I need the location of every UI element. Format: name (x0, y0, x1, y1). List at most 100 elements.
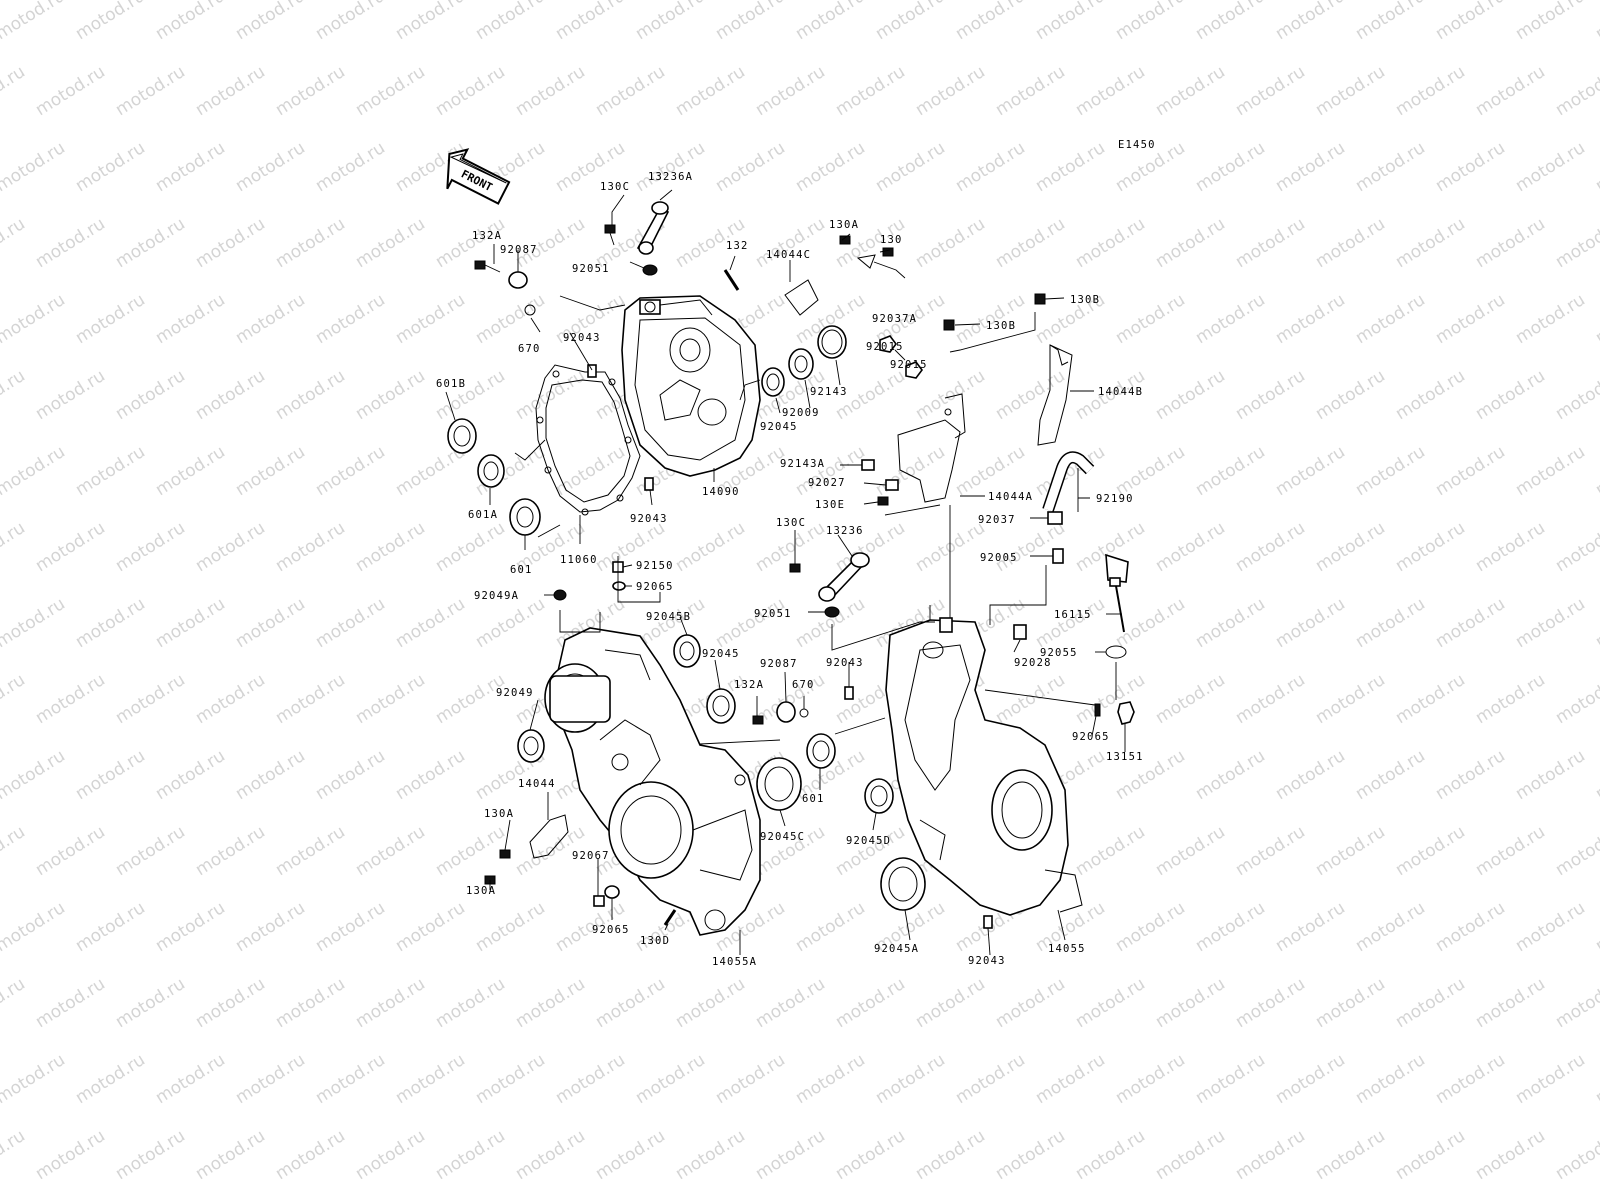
watermark-text: motod.ru (272, 974, 349, 1032)
watermark-text: motod.ru (632, 0, 709, 44)
watermark-text: motod.ru (1472, 670, 1549, 728)
watermark-text: motod.ru (1552, 974, 1600, 1032)
part-label: 92045D (846, 835, 891, 847)
watermark-text: motod.ru (752, 974, 829, 1032)
watermark-text: motod.ru (272, 822, 349, 880)
watermark-text: motod.ru (912, 214, 989, 272)
watermark-text: motod.ru (312, 0, 389, 44)
part-label: 601 (510, 564, 533, 576)
watermark-text: motod.ru (32, 822, 109, 880)
part-label: 92037 (978, 514, 1016, 526)
watermark-text: motod.ru (1352, 442, 1429, 500)
watermark-text: motod.ru (192, 822, 269, 880)
part-label: 601B (436, 378, 466, 390)
watermark-text: motod.ru (152, 898, 229, 956)
watermark-text: motod.ru (1512, 746, 1589, 804)
watermark-text: motod.ru (1072, 822, 1149, 880)
watermark-text: motod.ru (272, 62, 349, 120)
part-label: 14090 (702, 486, 740, 498)
watermark-text: motod.ru (552, 1050, 629, 1108)
watermark-text: motod.ru (1512, 898, 1589, 956)
watermark-text: motod.ru (232, 442, 309, 500)
watermark-text: motod.ru (1472, 366, 1549, 424)
watermark-text: motod.ru (1272, 1050, 1349, 1108)
part-label: 92015 (890, 359, 928, 371)
part-label: 92028 (1014, 657, 1052, 669)
watermark-text: motod.ru (1552, 518, 1600, 576)
watermark-text: motod.ru (992, 366, 1069, 424)
watermark-text: motod.ru (1272, 746, 1349, 804)
watermark-text: motod.ru (1392, 366, 1469, 424)
watermark-text: motod.ru (1352, 898, 1429, 956)
part-label: 92043 (826, 657, 864, 669)
part-label: 92045B (646, 611, 691, 623)
watermark-text: motod.ru (792, 0, 869, 44)
watermark-text: motod.ru (152, 746, 229, 804)
part-label: 92051 (754, 608, 792, 620)
watermark-text: motod.ru (1552, 62, 1600, 120)
watermark-text: motod.ru (1552, 1126, 1600, 1184)
watermark-text: motod.ru (432, 974, 509, 1032)
part-label: 92065 (1072, 731, 1110, 743)
watermark-text: motod.ru (1392, 822, 1469, 880)
watermark-text: motod.ru (0, 974, 29, 1032)
watermark-text: motod.ru (32, 62, 109, 120)
part-label: 92045 (702, 648, 740, 660)
part-label: 130C (776, 517, 806, 529)
watermark-text: motod.ru (432, 518, 509, 576)
watermark-text: motod.ru (1592, 1050, 1600, 1108)
watermark-text: motod.ru (432, 822, 509, 880)
watermark-text: motod.ru (192, 1126, 269, 1184)
part-label: 92045A (874, 943, 919, 955)
watermark-text: motod.ru (1352, 594, 1429, 652)
part-label: 92049A (474, 590, 519, 602)
watermark-text: motod.ru (1032, 1050, 1109, 1108)
oil-seal-601a (477, 454, 505, 488)
watermark-text: motod.ru (152, 290, 229, 348)
watermark-text: motod.ru (352, 62, 429, 120)
part-label: 601A (468, 509, 498, 521)
watermark-text: motod.ru (1592, 442, 1600, 500)
part-label: 92027 (808, 477, 846, 489)
watermark-text: motod.ru (912, 366, 989, 424)
watermark-text: motod.ru (0, 366, 29, 424)
watermark-text: motod.ru (832, 1126, 909, 1184)
watermark-text: motod.ru (752, 62, 829, 120)
watermark-text: motod.ru (1152, 366, 1229, 424)
watermark-text: motod.ru (512, 62, 589, 120)
watermark-text: motod.ru (752, 1126, 829, 1184)
lower-right-case-14055 (885, 617, 1083, 916)
watermark-text: motod.ru (112, 366, 189, 424)
watermark-text: motod.ru (1032, 138, 1109, 196)
watermark-text: motod.ru (272, 366, 349, 424)
part-label: 11060 (560, 554, 598, 566)
watermark-text: motod.ru (312, 138, 389, 196)
part-label: 13236A (648, 171, 693, 183)
watermark-text: motod.ru (72, 138, 149, 196)
watermark-text: motod.ru (352, 366, 429, 424)
part-label: 670 (518, 343, 541, 355)
watermark-text: motod.ru (112, 214, 189, 272)
watermark-text: motod.ru (1432, 746, 1509, 804)
watermark-text: motod.ru (832, 62, 909, 120)
watermark-text: motod.ru (432, 214, 509, 272)
leader-lines (445, 189, 1126, 956)
part-label: 14044 (518, 778, 556, 790)
watermark-text: motod.ru (112, 670, 189, 728)
watermark-text: motod.ru (1392, 974, 1469, 1032)
watermark-text: motod.ru (1152, 518, 1229, 576)
watermark-text: motod.ru (392, 594, 469, 652)
watermark-text: motod.ru (1512, 290, 1589, 348)
lower-left-case-14055a (544, 627, 761, 936)
part-label: 130B (986, 320, 1016, 332)
watermark-text: motod.ru (1152, 214, 1229, 272)
part-label: 670 (792, 679, 815, 691)
watermark-text: motod.ru (1192, 594, 1269, 652)
watermark-text: motod.ru (512, 974, 589, 1032)
watermark-text: motod.ru (1432, 898, 1509, 956)
watermark-text: motod.ru (1392, 670, 1469, 728)
watermark-text: motod.ru (472, 1050, 549, 1108)
watermark-text: motod.ru (1472, 974, 1549, 1032)
part-label: 92143A (780, 458, 825, 470)
